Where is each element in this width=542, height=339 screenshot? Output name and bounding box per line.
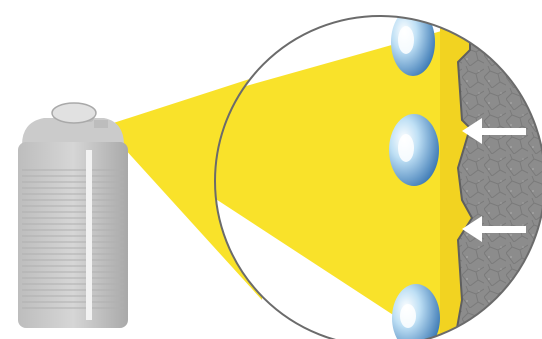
can-cap <box>51 102 97 124</box>
magnifier-circle <box>215 16 542 339</box>
coating-layer <box>440 16 472 339</box>
can-nozzle <box>94 120 108 128</box>
magnifier-border <box>214 15 542 339</box>
droplet-top <box>391 16 435 76</box>
droplet-bottom <box>392 284 440 339</box>
arrow-lower <box>462 216 526 242</box>
arrow-upper <box>462 118 526 144</box>
spray-can <box>18 102 128 328</box>
spray-beam-magnified <box>215 30 445 339</box>
can-highlight <box>86 150 92 320</box>
droplet-middle <box>389 114 439 186</box>
can-ridges <box>22 169 124 309</box>
